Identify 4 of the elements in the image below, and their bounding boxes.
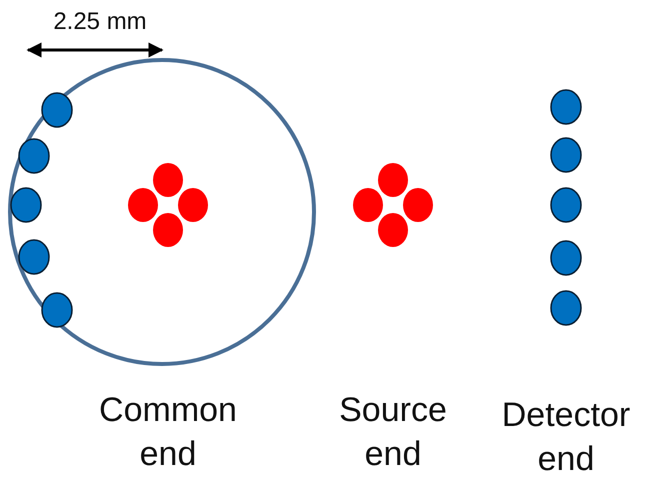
dimension-label: 2.25 mm: [52, 7, 148, 37]
end-label: Common end: [98, 390, 238, 476]
end-label: Source end: [338, 390, 448, 476]
end-label: Detector end: [500, 395, 632, 480]
